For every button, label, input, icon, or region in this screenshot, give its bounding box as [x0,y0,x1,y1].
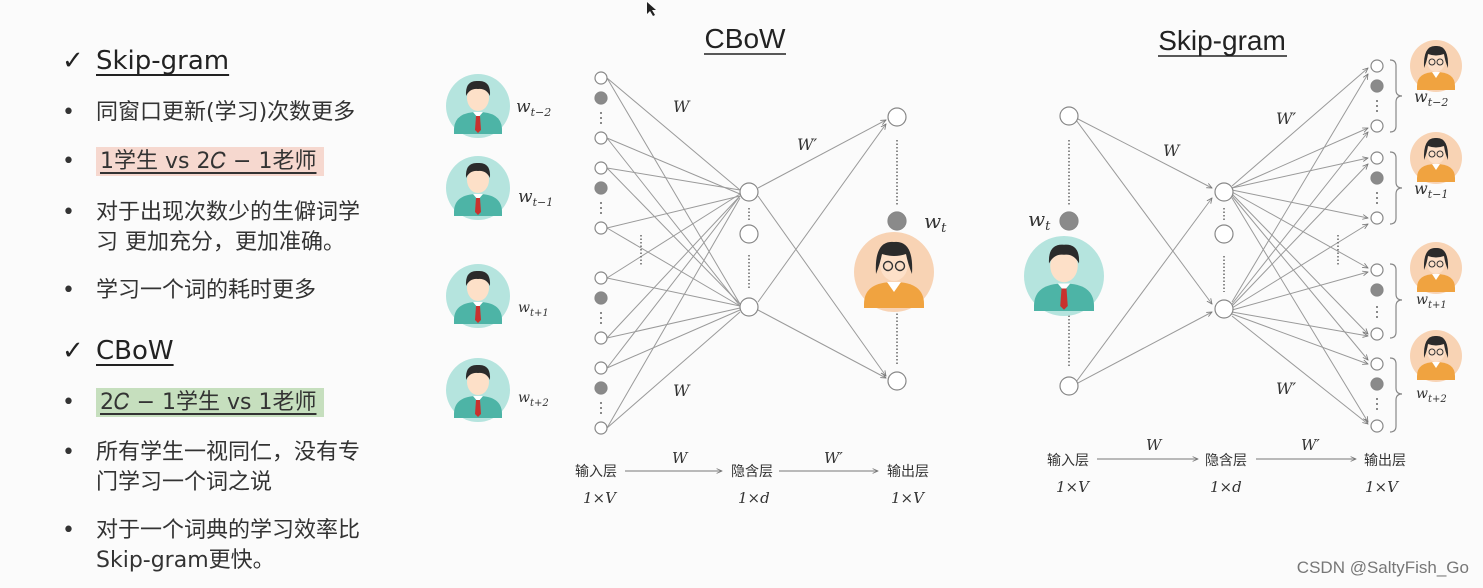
cbow-context-label: wt+2 [518,390,549,409]
svg-text:W′: W′ [824,449,843,467]
comparison-panel: ✓Skip-gram •同窗口更新(学习)次数更多 •1学生 vs 2𝐶 − 1… [62,46,361,573]
svg-text:1×V: 1×V [891,489,926,507]
cbow-ellipsis [600,112,602,414]
skipgram-title: Skip-gram [1158,25,1286,56]
cbow-w-label: W [673,97,691,116]
cbow-connections [606,77,886,429]
svg-text:输入层: 输入层 [575,464,617,480]
skipgram-w-label: W′ [1276,109,1296,128]
svg-text:隐含层: 隐含层 [731,464,773,480]
svg-text:W: W [672,449,689,467]
skipgram-w-label: W [1163,141,1181,160]
svg-text:1×d: 1×d [738,489,770,507]
skipgram-input-label: wt [1028,207,1051,234]
skipgram-braces [1389,59,1403,433]
cbow-students [446,74,510,422]
cbow-hidden-nodes [739,182,759,317]
svg-text:输入层: 输入层 [1047,453,1089,469]
skipgram-output-nodes [1370,59,1384,433]
skipgram-heading: ✓Skip-gram [62,46,230,76]
svg-text:1×V: 1×V [1056,478,1091,496]
svg-text:W′: W′ [1301,436,1320,454]
svg-text:输出层: 输出层 [887,464,929,480]
skipgram-input-nodes [1059,106,1079,396]
svg-text:输出层: 输出层 [1364,453,1406,469]
check-icon: ✓ [62,46,84,76]
skipgram-context-label: wt−1 [1414,179,1448,201]
check-icon: ✓ [62,336,84,366]
skipgram-connections [1075,68,1368,424]
cbow-teacher [853,231,935,313]
svg-text:隐含层: 隐含层 [1205,453,1247,469]
mouse-cursor-icon [647,2,656,16]
cbow-w-label: W [673,381,691,400]
cbow-title: CBoW [705,23,786,54]
svg-text:1×V: 1×V [583,489,618,507]
cbow-output-nodes [887,107,907,391]
skipgram-context-label: wt−2 [1414,87,1448,109]
cbow-context-label: wt+1 [518,300,549,319]
cbow-context-label: wt−1 [518,187,553,209]
watermark: CSDN @SaltyFish_Go [1296,558,1469,577]
cbow-w-label: W′ [797,135,817,154]
svg-text:1×d: 1×d [1210,478,1242,496]
skipgram-student [1024,236,1104,316]
cbow-context-label: wt−2 [516,97,551,119]
skipgram-footer: 输入层 隐含层 输出层 W W′ 1×V 1×d 1×V [1047,436,1406,496]
cbow-footer: 输入层 隐含层 输出层 W W′ 1×V 1×d 1×V [575,449,929,507]
svg-text:W: W [1146,436,1163,454]
cbow-input-nodes [594,71,608,435]
cbow-heading: ✓CBoW [62,336,174,366]
skipgram-hidden-nodes [1214,182,1234,319]
cbow-target-label: wt [924,209,947,236]
skipgram-context-label: wt+1 [1416,292,1447,311]
skipgram-context-label: wt+2 [1416,386,1447,405]
skipgram-w-label: W′ [1276,379,1296,398]
svg-text:1×V: 1×V [1365,478,1400,496]
